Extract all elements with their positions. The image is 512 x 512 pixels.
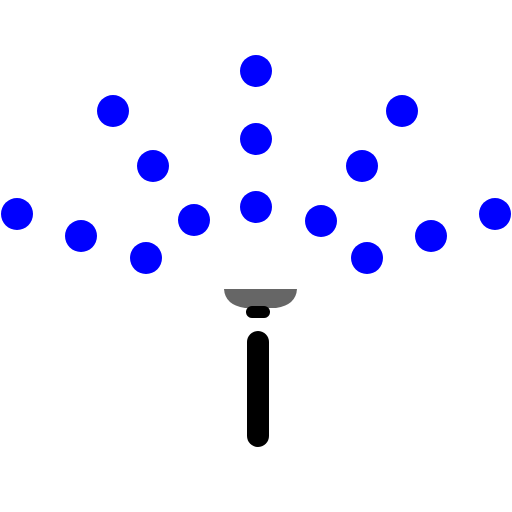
water-droplet <box>415 220 447 252</box>
water-droplet <box>479 198 511 230</box>
water-droplets <box>1 55 511 274</box>
water-droplet <box>97 95 129 127</box>
water-droplet <box>305 205 337 237</box>
water-droplet <box>386 95 418 127</box>
water-droplet <box>130 242 162 274</box>
water-droplet <box>178 204 210 236</box>
water-droplet <box>240 55 272 87</box>
sprinkler-head <box>224 289 297 308</box>
water-droplet <box>346 150 378 182</box>
sprinkler-neck <box>246 306 270 318</box>
water-droplet <box>137 150 169 182</box>
water-droplet <box>240 123 272 155</box>
water-droplet <box>65 220 97 252</box>
water-droplet <box>240 191 272 223</box>
sprinkler-body <box>224 289 297 447</box>
water-droplet <box>1 198 33 230</box>
water-droplet <box>351 242 383 274</box>
